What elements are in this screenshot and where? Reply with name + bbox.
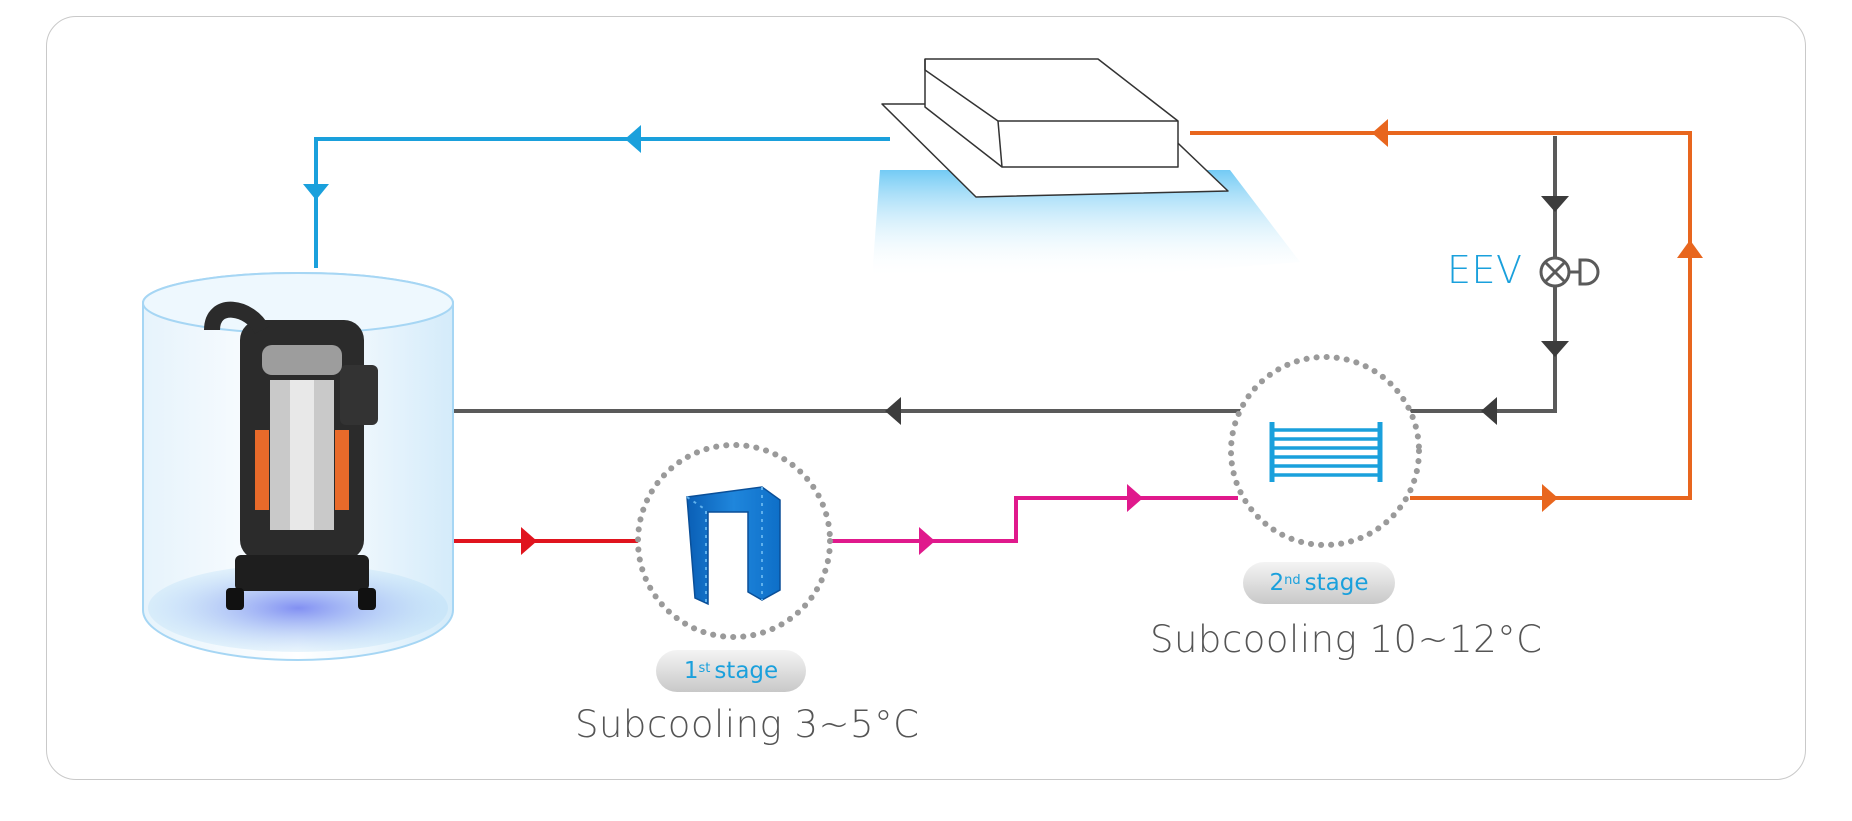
liquid-line-arrow (1542, 484, 1558, 512)
liquid-line-arrow (1372, 119, 1388, 147)
eev-label: EEV (1447, 248, 1523, 292)
discharge-line-arrow (521, 527, 537, 555)
stage1-caption: Subcooling 3~5°C (575, 703, 920, 746)
suction-line-arrow-down (303, 184, 329, 200)
scroll-compressor-icon (142, 272, 454, 661)
return-line-arrow (1481, 397, 1497, 425)
liquid-line-arrow-up (1677, 240, 1703, 258)
stage2-ordinal: 2 (1269, 570, 1285, 596)
stage1-circle (635, 442, 833, 640)
cassette-indoor-unit-icon (872, 58, 1300, 278)
stage2-word: stage (1304, 570, 1369, 596)
plate-heat-exchanger-icon (686, 486, 781, 606)
subcooled-line-arrow (1127, 484, 1143, 512)
suction-line-arrow (625, 125, 641, 153)
stage1-word: stage (714, 658, 779, 684)
return-line (450, 136, 1557, 413)
tube-heat-exchanger-icon (1269, 422, 1383, 482)
subcooled-line-arrow (919, 527, 935, 555)
eev-outlet-arrow (1541, 341, 1569, 357)
stage2-circle (1228, 354, 1422, 548)
stage2-ordinal-suffix: nd (1284, 572, 1301, 588)
stage1-ordinal-suffix: st (698, 660, 711, 676)
subcooled-line (828, 496, 1238, 543)
expansion-valve-icon (1539, 256, 1600, 288)
eev-inlet-arrow (1541, 196, 1569, 212)
suction-line (314, 137, 890, 268)
return-line-arrow (885, 397, 901, 425)
stage1-ordinal: 1 (683, 658, 699, 684)
stage2-caption: Subcooling 10~12°C (1150, 618, 1543, 661)
